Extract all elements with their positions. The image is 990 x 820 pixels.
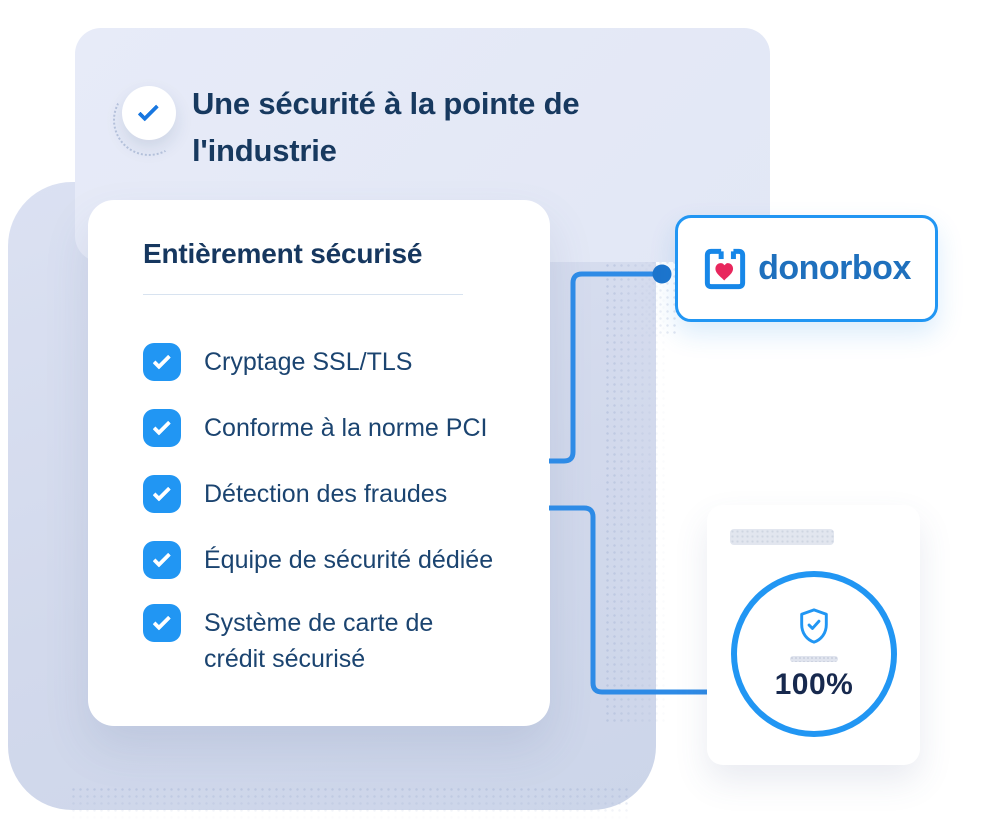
score-circle: 100%: [731, 571, 897, 737]
checkbox-check-icon: [143, 343, 181, 381]
brand-wordmark: donorbox: [758, 249, 911, 287]
score-card: 100%: [707, 505, 920, 765]
list-item-label: Cryptage SSL/TLS: [204, 348, 413, 376]
halftone-texture-bottom: [70, 786, 630, 820]
placeholder-bar: [730, 529, 834, 545]
list-item-label: Équipe de sécurité dédiée: [204, 546, 494, 574]
list-item: Conforme à la norme PCI: [143, 409, 498, 447]
check-icon-stroke: [137, 100, 159, 122]
list-item-label: Détection des fraudes: [204, 480, 448, 508]
heart-shape: [715, 262, 734, 280]
checkmark-stroke: [152, 611, 171, 631]
list-item: Détection des fraudes: [143, 475, 498, 513]
security-checklist-card: Entièrement sécurisé Cryptage SSL/TLS Co…: [88, 200, 550, 726]
hero-title: Une sécurité à la pointe de l'industrie: [192, 86, 580, 168]
list-item-label: Système de carte de crédit sécurisé: [204, 609, 434, 673]
checkbox-check-icon: [143, 475, 181, 513]
list-item: Cryptage SSL/TLS: [143, 343, 498, 381]
security-card-heading: Entièrement sécurisé: [143, 238, 423, 269]
brand-card: donorbox: [675, 215, 938, 322]
checkbox-check-icon: [143, 409, 181, 447]
checkmark-stroke: [152, 548, 171, 568]
checkmark-stroke: [152, 482, 171, 502]
checkbox-check-icon: [143, 604, 181, 642]
check-icon: [122, 86, 176, 140]
list-item: Système de carte de crédit sécurisé: [143, 604, 498, 677]
donorbox-heart-box-icon: [704, 248, 746, 289]
checkmark-stroke: [152, 350, 171, 370]
list-item-label: Conforme à la norme PCI: [204, 414, 488, 442]
security-feature-list: Cryptage SSL/TLS Conforme à la norme PCI…: [143, 343, 498, 677]
score-divider: [790, 656, 838, 662]
heading-divider: [143, 294, 463, 295]
checkbox-check-icon: [143, 541, 181, 579]
score-percent: 100%: [774, 668, 854, 701]
shield-check-icon: [800, 608, 828, 644]
checkmark-stroke: [152, 416, 171, 436]
list-item: Équipe de sécurité dédiée: [143, 541, 498, 579]
